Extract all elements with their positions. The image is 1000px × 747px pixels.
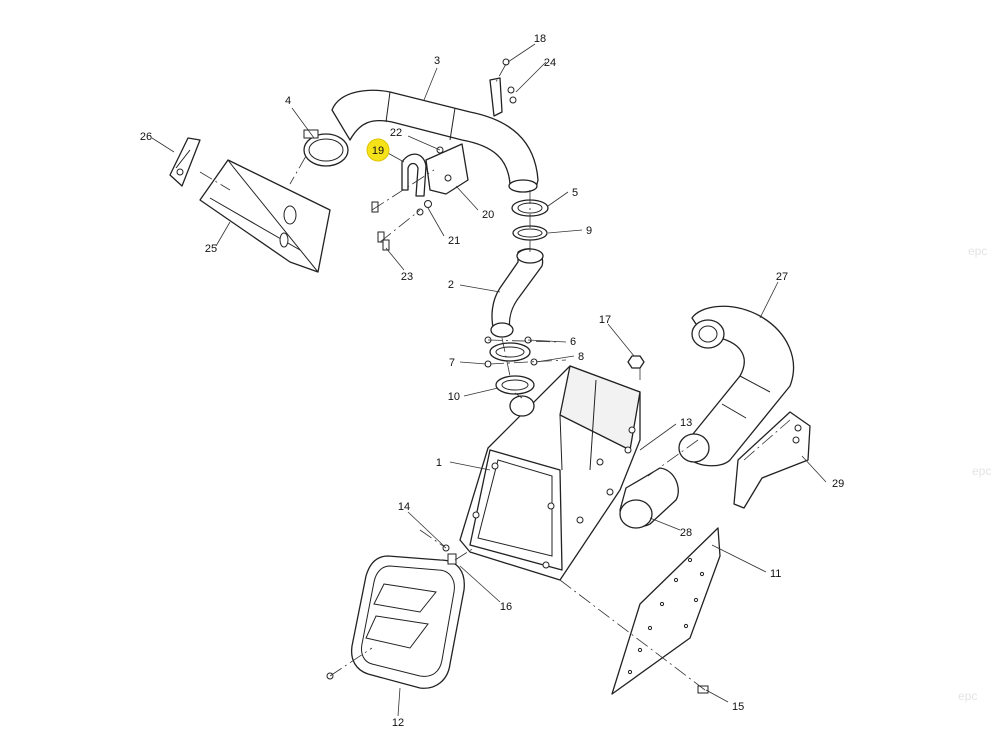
callout-24[interactable]: 24 [544,57,556,69]
callout-9[interactable]: 9 [586,225,592,237]
callout-27[interactable]: 27 [776,271,788,283]
callout-4[interactable]: 4 [285,95,291,107]
callout-25[interactable]: 25 [205,243,217,255]
part-12-rear-guard [350,555,465,689]
part-23-bolts [371,201,390,251]
callout-20[interactable]: 20 [482,209,494,221]
part-clamp-lower [489,342,531,362]
callout-10[interactable]: 10 [448,391,460,403]
callout-2[interactable]: 2 [448,279,454,291]
part-20-bracket [425,143,469,195]
callout-8[interactable]: 8 [578,351,584,363]
callout-14[interactable]: 14 [398,501,410,513]
callout-11[interactable]: 11 [770,568,781,580]
callout-7[interactable]: 7 [449,357,455,369]
callout-22[interactable]: 22 [390,127,402,139]
callout-12[interactable]: 12 [392,717,404,729]
part-19-strap [401,153,427,197]
part-27-outlet-pipe [678,305,795,467]
callout-19[interactable]: 19 [372,145,384,157]
part-11-heat-shield-plate [611,527,721,695]
highlight-marker [366,138,390,162]
callout-16[interactable]: 16 [500,601,512,613]
part-28-tailpipe [619,467,679,529]
part-29-bracket [733,411,811,509]
part-3-upper-pipe [331,89,539,193]
callout-17[interactable]: 17 [599,314,611,326]
part-26-bracket [169,137,201,187]
part-15-bolt [697,685,709,694]
callout-6[interactable]: 6 [570,336,576,348]
callout-13[interactable]: 13 [680,417,692,429]
callout-21[interactable]: 21 [448,235,460,247]
callout-26[interactable]: 26 [140,131,152,143]
leader-lines [151,43,827,717]
callout-1[interactable]: 1 [436,457,442,469]
watermark-1: epc [968,244,987,258]
watermark-2: epc [972,464,991,478]
part-25-heat-shield [199,159,331,273]
callout-15[interactable]: 15 [732,701,744,713]
part-1-muffler [459,365,641,581]
part-4-clamp [303,129,349,167]
part-9-gasket [512,225,548,241]
callout-5[interactable]: 5 [572,187,578,199]
part-2-lower-pipe [490,248,544,338]
part-10-gasket [495,375,535,395]
callout-3[interactable]: 3 [434,55,440,67]
callout-28[interactable]: 28 [680,527,692,539]
callout-29[interactable]: 29 [832,478,844,490]
part-21-nuts [416,200,432,216]
callout-23[interactable]: 23 [401,271,413,283]
part-18-24-hanger [489,58,517,117]
watermark-3: epc [958,689,977,703]
part-17-nut [627,355,645,369]
callout-18[interactable]: 18 [534,33,546,45]
